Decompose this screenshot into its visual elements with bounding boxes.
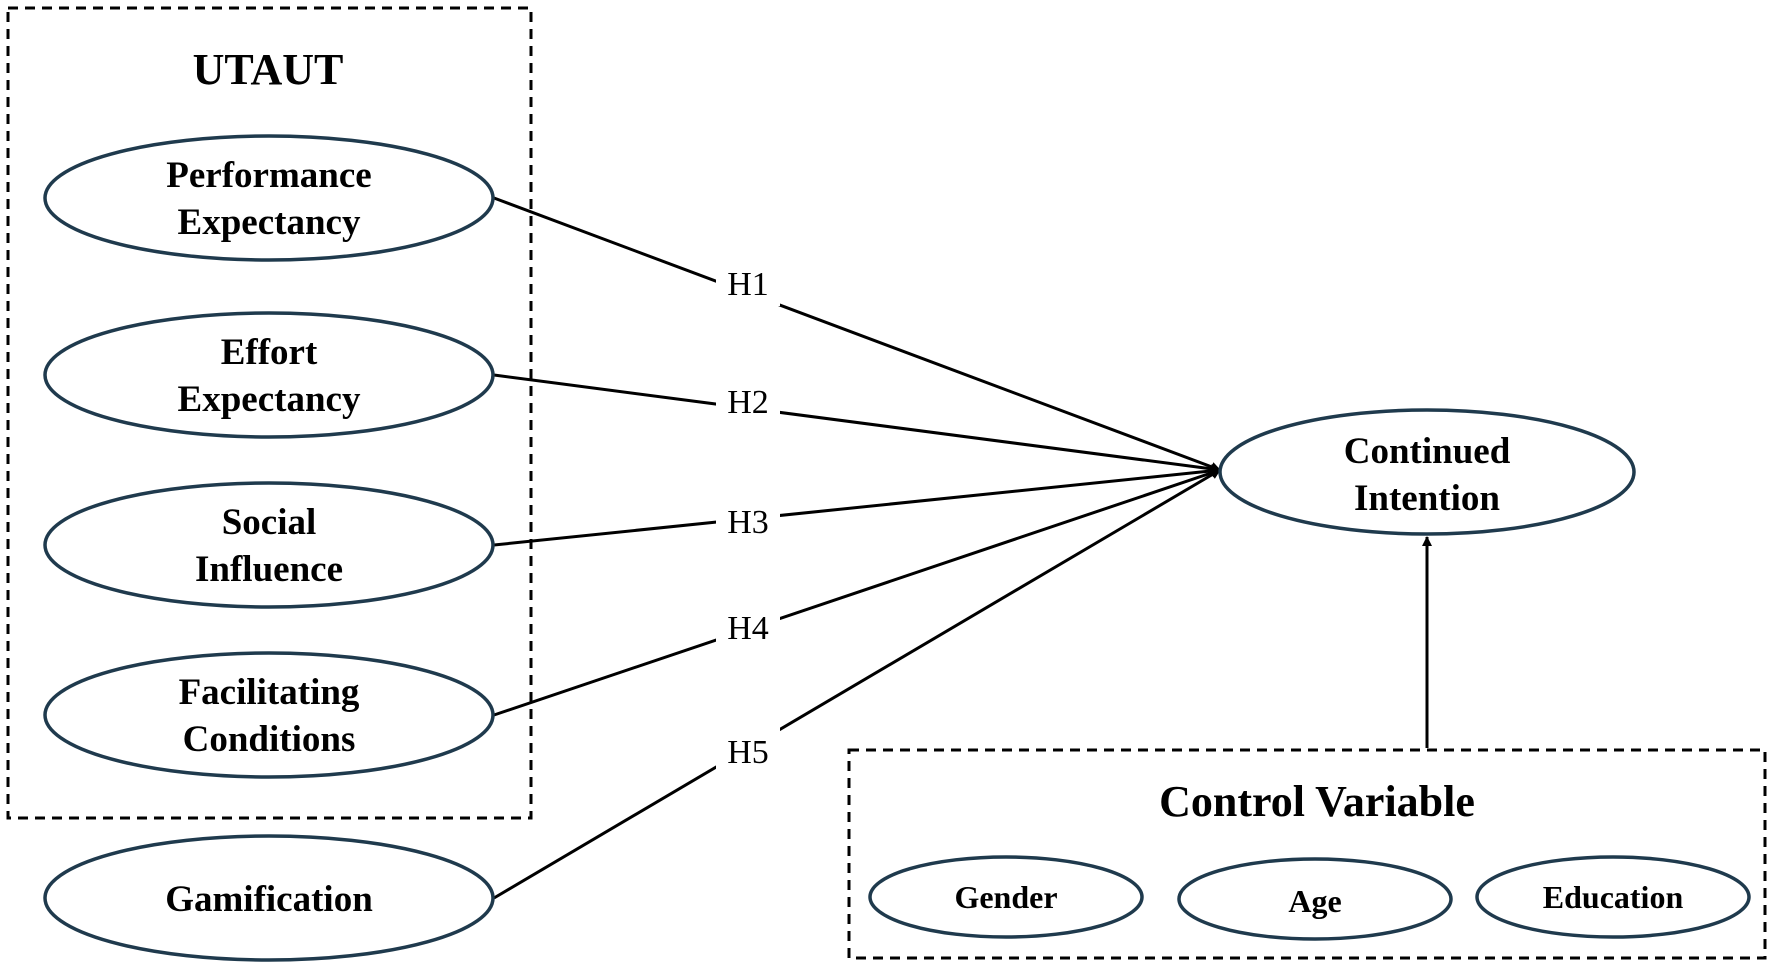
- control-item-gender-label: Gender: [954, 879, 1057, 915]
- node-gamification: Gamification: [43, 834, 495, 962]
- path-h3: [493, 465, 1221, 547]
- utaut-group-box: [6, 6, 533, 820]
- hypothesis-paths: [493, 196, 1432, 900]
- continued-intention-line1: Continued: [1344, 431, 1511, 472]
- path-h2: [493, 373, 1221, 474]
- node-social-influence: Social Influence: [43, 481, 495, 609]
- node-facilitating-conditions: Facilitating Conditions: [43, 651, 495, 779]
- node-continued-intention: Continued Intention: [1218, 408, 1636, 536]
- hypothesis-label-h5: H5: [727, 734, 769, 771]
- continued-intention-line2: Intention: [1354, 478, 1500, 519]
- control-item-education: Education: [1475, 855, 1751, 939]
- social-influence-line2: Influence: [195, 549, 343, 590]
- control-item-education-label: Education: [1543, 879, 1684, 915]
- control-item-age: Age: [1177, 857, 1453, 941]
- control-variable-title: Control Variable: [1159, 777, 1475, 826]
- performance-expectancy-line1: Performance: [166, 155, 371, 196]
- hypothesis-label-h3: H3: [727, 504, 769, 541]
- facilitating-conditions-line2: Conditions: [183, 719, 356, 760]
- hypothesis-label-h1: H1: [727, 266, 769, 303]
- path-h5: [493, 468, 1221, 900]
- hypothesis-label-h2: H2: [727, 384, 769, 421]
- path-h1: [493, 196, 1221, 472]
- effort-expectancy-line1: Effort: [221, 332, 318, 373]
- hypothesis-labels: H1 H2 H3 H4 H5: [716, 258, 780, 775]
- node-effort-expectancy: Effort Expectancy: [43, 311, 495, 439]
- control-item-age-label: Age: [1288, 883, 1341, 919]
- performance-expectancy-line2: Expectancy: [178, 202, 361, 243]
- social-influence-line1: Social: [222, 502, 317, 543]
- control-item-gender: Gender: [868, 855, 1144, 939]
- control-variable-box: [847, 748, 1767, 960]
- effort-expectancy-line2: Expectancy: [178, 379, 361, 420]
- gamification-label: Gamification: [165, 879, 373, 920]
- path-h4: [493, 468, 1221, 717]
- node-performance-expectancy: Performance Expectancy: [43, 134, 495, 262]
- facilitating-conditions-line1: Facilitating: [179, 672, 360, 713]
- utaut-title: UTAUT: [193, 45, 344, 94]
- hypothesis-label-h4: H4: [727, 610, 769, 647]
